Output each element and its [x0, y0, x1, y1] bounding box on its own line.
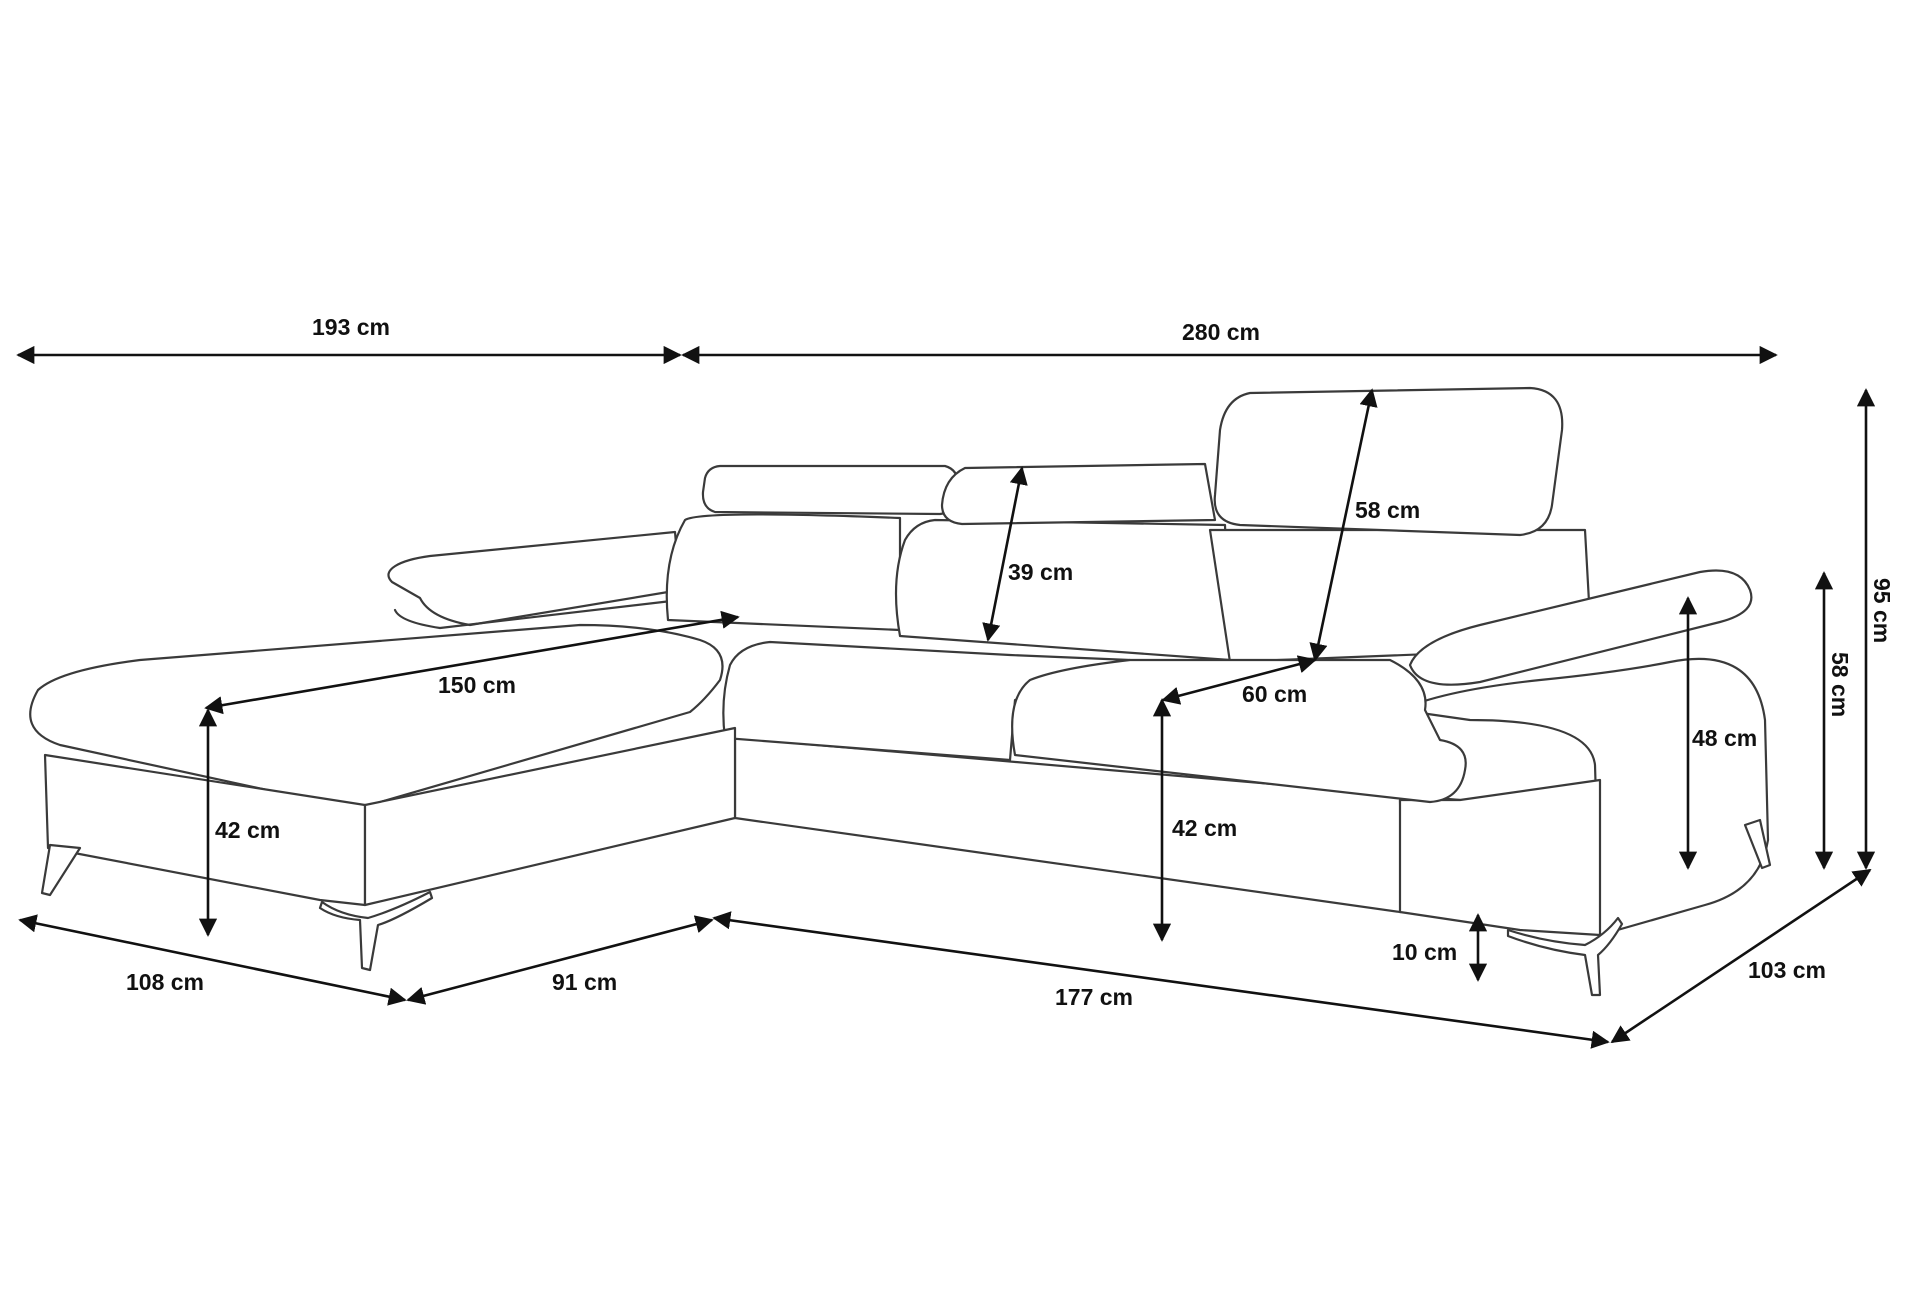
sofa-outline — [29, 386, 1770, 937]
label-back-58: 58 cm — [1827, 652, 1853, 717]
label-193: 193 cm — [312, 314, 390, 340]
dim-line-108 — [18, 914, 407, 1006]
label-headrest-58: 58 cm — [1355, 497, 1420, 523]
label-280: 280 cm — [1182, 319, 1260, 345]
dim-line-depth-60 — [1161, 655, 1317, 705]
headrest-right — [1213, 386, 1564, 537]
seat-cushion-right — [1011, 658, 1467, 804]
label-depth-60: 60 cm — [1242, 681, 1307, 707]
dim-line-177 — [712, 911, 1610, 1049]
label-backrest-39: 39 cm — [1008, 559, 1073, 585]
right-armrest-top — [1408, 569, 1753, 686]
right-armrest-body — [1398, 657, 1770, 937]
right-base-front — [1398, 778, 1602, 937]
label-108: 108 cm — [126, 969, 204, 995]
dim-line-backrest-39 — [982, 466, 1028, 642]
back-cushion-middle — [894, 518, 1232, 662]
label-armrest-48: 48 cm — [1692, 725, 1757, 751]
label-leg-10: 10 cm — [1392, 939, 1457, 965]
label-total-95: 95 cm — [1869, 578, 1895, 643]
dim-line-headrest-58 — [1309, 388, 1378, 662]
label-177: 177 cm — [1055, 984, 1133, 1010]
dim-line-91 — [406, 915, 714, 1005]
label-103: 103 cm — [1748, 957, 1826, 983]
leg-chaise-corner — [318, 890, 434, 972]
dimension-labels: 193 cm 280 cm 58 cm 39 cm 150 cm 60 cm 4… — [126, 314, 1895, 1010]
dim-line-chaise-150 — [204, 610, 740, 715]
label-91: 91 cm — [552, 969, 617, 995]
leg-back-right — [1743, 818, 1772, 870]
headrest-left — [701, 464, 960, 516]
label-seat-height-42: 42 cm — [1172, 815, 1237, 841]
label-chaise-150: 150 cm — [438, 672, 516, 698]
chaise-side-base — [363, 726, 737, 907]
label-chaise-height-42: 42 cm — [215, 817, 280, 843]
back-cushion-left — [665, 513, 902, 632]
headrest-middle — [940, 462, 1217, 526]
dimension-lines — [16, 345, 1876, 1049]
leg-front-left — [40, 843, 82, 897]
dim-line-103 — [1610, 868, 1872, 1044]
left-armrest — [387, 530, 682, 627]
